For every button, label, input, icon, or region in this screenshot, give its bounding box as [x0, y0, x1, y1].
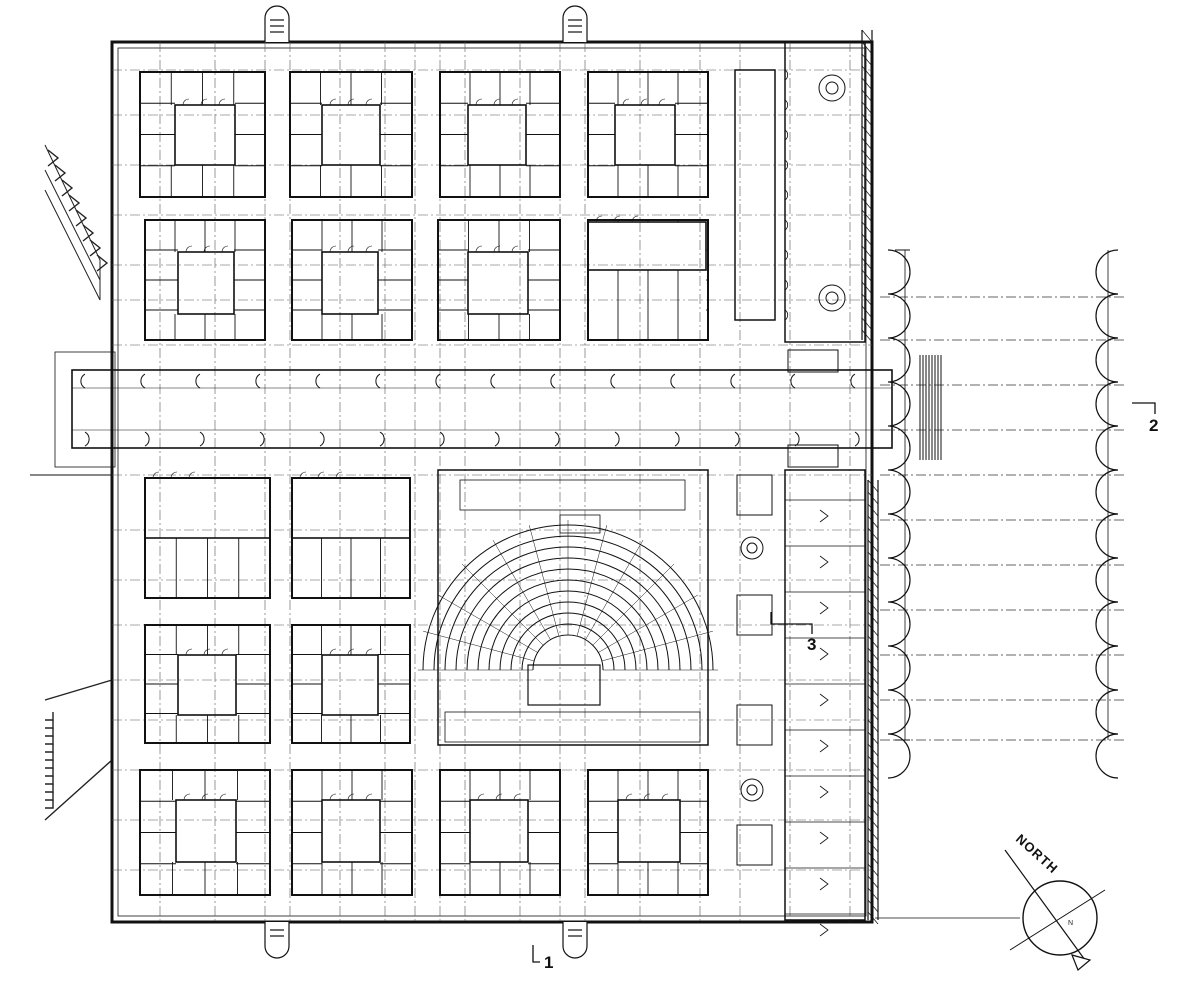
section-mark-3-label: 3	[807, 635, 816, 654]
courtyard-block-a1	[139, 71, 266, 198]
courtyard-block-e4	[587, 769, 709, 896]
courtyard-block-e2	[291, 769, 413, 896]
courtyard-block-b1	[144, 219, 266, 341]
section-mark-1: 1	[532, 945, 553, 972]
east-wing-rooms	[734, 41, 866, 937]
courtyard-block-b4	[587, 215, 709, 341]
courtyard-block-a2	[289, 71, 413, 198]
courtyard-block-e3	[439, 769, 561, 896]
courtyard-room-blocks	[139, 71, 709, 896]
auditorium	[418, 469, 718, 746]
spiral-stairs	[740, 74, 846, 802]
north-arrow: N NORTH	[875, 831, 1106, 971]
courtyard-block-e1	[139, 769, 271, 896]
structural-grid-lines	[112, 42, 1125, 922]
courtyard-block-a3	[439, 71, 561, 198]
courtyard-block-d2	[291, 624, 411, 744]
section-mark-2: 2	[1132, 402, 1158, 435]
central-corridor	[30, 351, 893, 476]
north-arrow-label: NORTH	[1013, 831, 1061, 876]
section-mark-1-label: 1	[544, 953, 553, 972]
building-outline	[110, 40, 874, 924]
courtyard-block-b2	[291, 219, 413, 341]
courtyard-block-a4	[587, 71, 709, 198]
courtyard-block-d1	[144, 624, 271, 744]
corridor-door-swings	[80, 349, 942, 468]
section-mark-2-label: 2	[1149, 416, 1158, 435]
stair-towers	[264, 5, 588, 959]
courtyard-block-b3	[437, 219, 561, 341]
courtyard-block-c2	[291, 471, 411, 599]
north-arrow-angle: N	[1068, 920, 1073, 927]
east-canopy-structure	[861, 29, 1119, 925]
courtyard-block-c1	[144, 471, 271, 599]
section-mark-3: 3	[770, 612, 816, 654]
left-exterior-stair-truss	[44, 144, 113, 821]
